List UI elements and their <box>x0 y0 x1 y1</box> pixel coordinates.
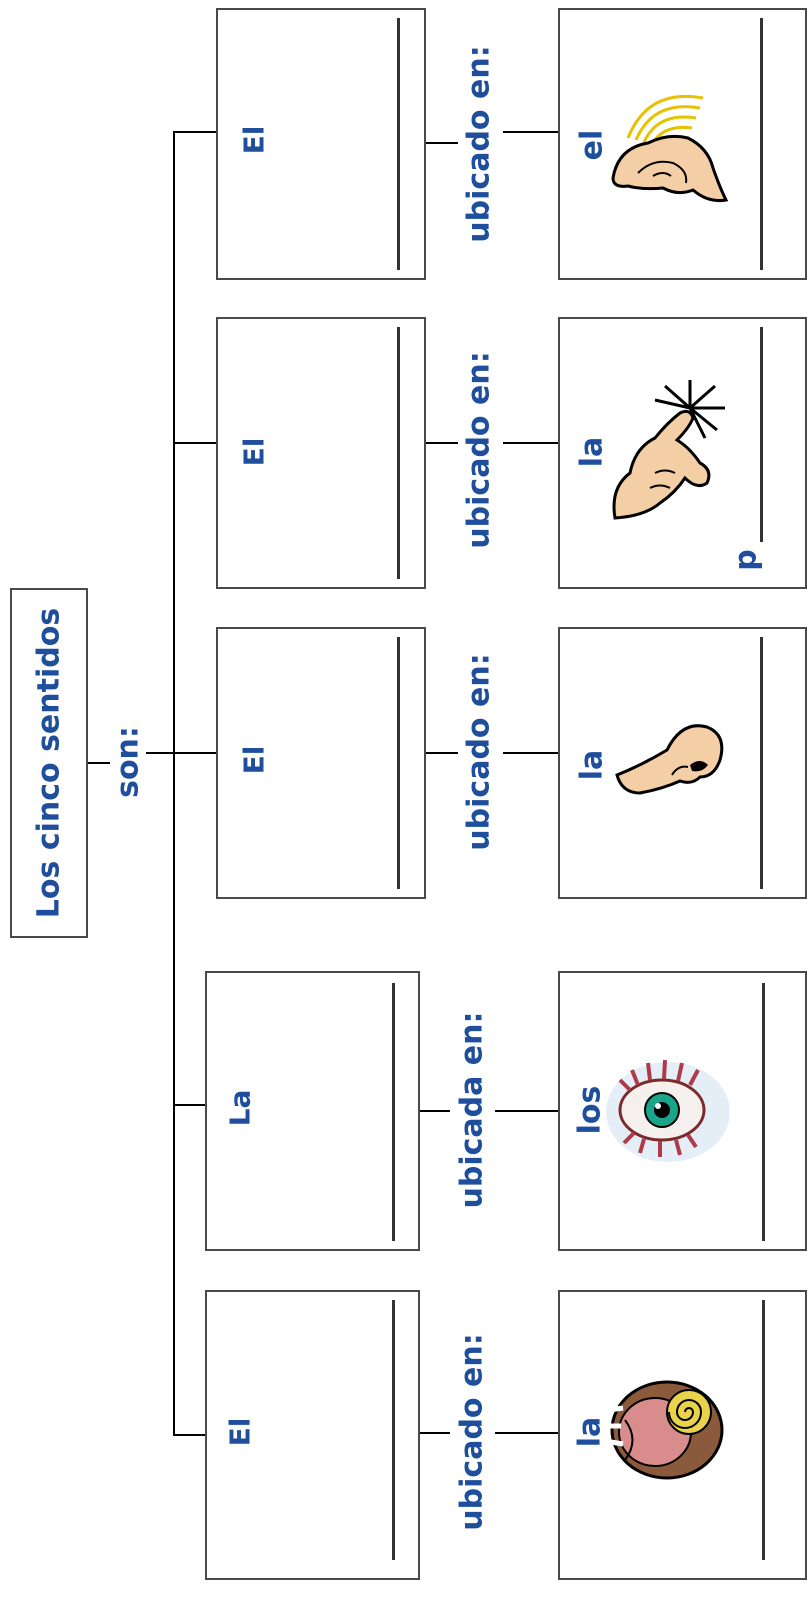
answer-line <box>392 983 395 1241</box>
answer-line <box>397 18 400 270</box>
connector-line-right <box>146 752 174 754</box>
hand-icon <box>605 378 730 528</box>
location-link: ubicado en: <box>455 1333 490 1530</box>
trunk-line <box>173 131 175 1436</box>
sense-label: El <box>238 438 271 467</box>
branch-line <box>173 442 218 444</box>
eye-icon <box>600 1055 735 1170</box>
answer-line <box>397 637 400 889</box>
link-line-right <box>503 131 559 133</box>
branch-line <box>173 131 218 133</box>
connector-line-left <box>88 762 110 764</box>
ear-icon <box>608 78 733 208</box>
answer-line <box>397 327 400 579</box>
sense-label: El <box>238 126 271 155</box>
organ-article: el <box>575 130 610 161</box>
link-line-right <box>503 752 559 754</box>
location-link: ubicado en: <box>462 45 497 242</box>
answer-line <box>762 1300 765 1560</box>
sense-label: El <box>224 1418 257 1447</box>
branch-line <box>173 752 218 754</box>
organ-article: la <box>575 750 610 781</box>
location-link: ubicado en: <box>462 653 497 850</box>
nose-icon <box>612 705 732 800</box>
location-link: ubicado en: <box>462 351 497 548</box>
sense-label: La <box>224 1090 257 1127</box>
connector-label: son: <box>111 726 146 798</box>
link-line-left <box>426 442 458 444</box>
branch-line <box>173 1434 206 1436</box>
answer-line <box>760 18 763 270</box>
answer-line <box>760 637 763 889</box>
link-line-left <box>426 142 458 144</box>
diagram-title: Los cinco sentidos <box>32 608 67 918</box>
link-line-right <box>495 1110 558 1112</box>
answer-line <box>392 1300 395 1560</box>
link-line-right <box>495 1432 558 1434</box>
organ-article: la <box>573 1417 608 1448</box>
link-line-left <box>420 1110 450 1112</box>
link-line-right <box>503 442 559 444</box>
organ-hint-letter: p <box>729 549 764 570</box>
link-line-left <box>420 1432 450 1434</box>
answer-line <box>760 327 763 542</box>
sense-label: El <box>238 746 271 775</box>
location-link: ubicada en: <box>455 1011 490 1208</box>
tongue-icon <box>605 1370 735 1485</box>
link-line-left <box>426 752 458 754</box>
answer-line <box>762 983 765 1241</box>
